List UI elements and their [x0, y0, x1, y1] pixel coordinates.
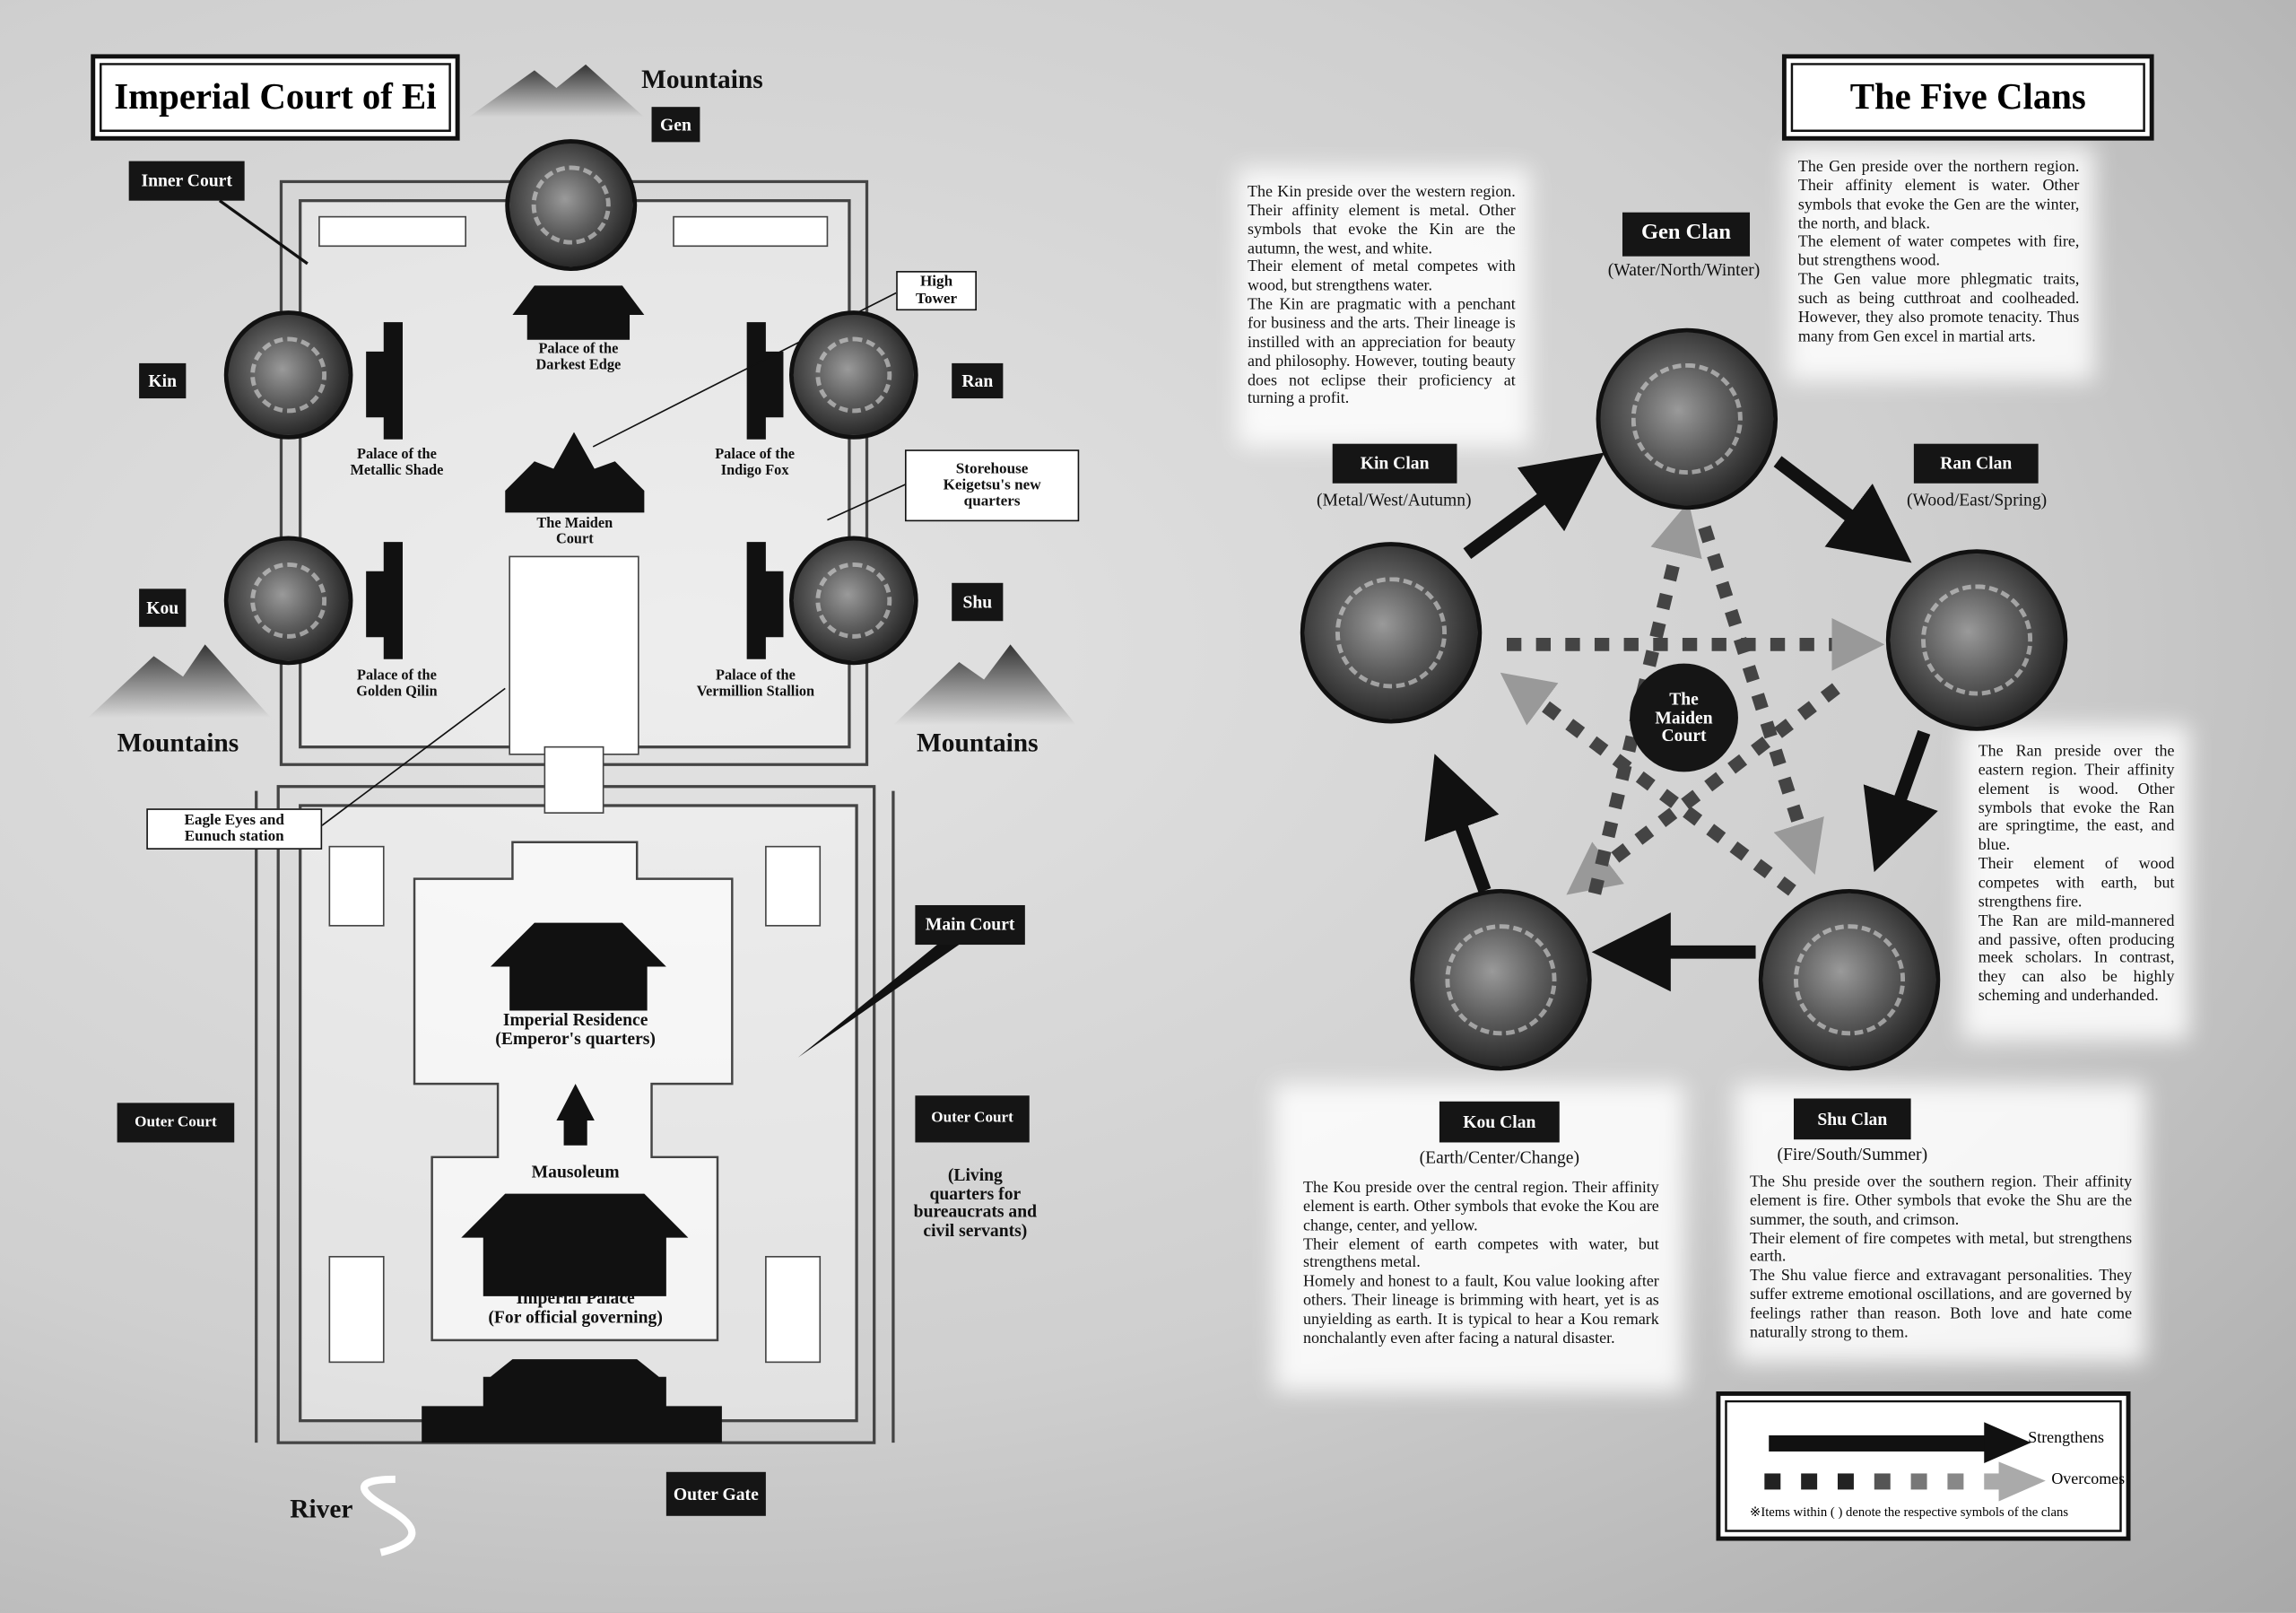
kou-clan-description: The Kou preside over the central region.…	[1303, 1179, 1659, 1347]
mausoleum-label: Mausoleum	[531, 1161, 620, 1182]
ran-label: Ran	[952, 362, 1004, 399]
legend-strengthens-arrow	[1769, 1422, 2031, 1464]
shu-clan-dragon-emblem	[1758, 889, 1941, 1071]
legend-note: ※Items within ( ) denote the respective …	[1750, 1504, 2069, 1520]
eagle-eyes-label: Eagle Eyes and Eunuch station	[146, 808, 323, 850]
kou-clan-dragon-emblem	[1410, 889, 1592, 1071]
legend-strengthens-label: Strengthens	[2028, 1429, 2105, 1448]
ran-clan-dragon-emblem	[1885, 549, 2068, 731]
mountains-label-east: Mountains	[917, 728, 1039, 758]
kin-dragon-emblem	[223, 310, 353, 440]
ran-clan-description: The Ran preside over the eastern region.…	[1978, 742, 2175, 1006]
ran-clan-label: Ran Clan	[1913, 443, 2039, 484]
mountains-label-west: Mountains	[117, 728, 239, 758]
outer-gate-icon	[422, 1359, 722, 1443]
kou-label: Kou	[139, 589, 187, 627]
clans-title: The Five Clans	[1781, 54, 2154, 141]
mountain-icon	[892, 644, 1076, 726]
shu-dragon-emblem	[788, 536, 918, 666]
palace-vermillion-stallion-label: Palace of the Vermillion Stallion	[696, 667, 815, 700]
inner-court-label: Inner Court	[128, 161, 245, 201]
tower-icon	[505, 432, 645, 513]
legend-overcomes-arrow	[1764, 1461, 2046, 1502]
palace-icon	[746, 542, 784, 659]
strengthens-arrow-gen-ran	[1773, 456, 1912, 563]
kou-clan-label: Kou Clan	[1439, 1101, 1560, 1143]
gen-dragon-emblem	[505, 139, 638, 272]
mountains-label-north: Mountains	[641, 64, 763, 94]
mountain-icon	[468, 64, 645, 118]
strengthens-arrow-kin-gen	[1463, 452, 1605, 560]
mausoleum-icon	[556, 1084, 595, 1146]
shu-clan-label: Shu Clan	[1793, 1098, 1911, 1140]
main-court-label: Main Court	[915, 904, 1025, 946]
outer-court-label-west: Outer Court	[117, 1103, 235, 1143]
high-tower-label: High Tower	[896, 271, 977, 311]
palace-indigo-fox-label: Palace of the Indigo Fox	[715, 446, 796, 479]
strengthens-arrow-kou-kin	[1424, 754, 1500, 894]
outer-court-note: (Living quarters for bureaucrats and civ…	[913, 1164, 1038, 1241]
kin-clan-label: Kin Clan	[1332, 443, 1457, 484]
palace-darkest-edge-label: Palace of the Darkest Edge	[535, 341, 622, 373]
gen-clan-label: Gen Clan	[1622, 212, 1751, 257]
strengthens-arrow-ran-shu	[1863, 729, 1938, 873]
gen-label: Gen	[651, 107, 700, 143]
palace-icon	[366, 542, 403, 659]
imperial-residence-label: Imperial Residence (Emperor's quarters)	[495, 1008, 656, 1049]
palace-icon	[366, 322, 403, 440]
kin-label: Kin	[139, 362, 187, 399]
kin-clan-dragon-emblem	[1300, 542, 1483, 724]
map-title: Imperial Court of Ei	[91, 54, 460, 141]
kou-dragon-emblem	[223, 536, 353, 666]
palace-metallic-shade-label: Palace of the Metallic Shade	[350, 446, 444, 479]
legend-overcomes-label: Overcomes	[2051, 1470, 2126, 1488]
kin-clan-description: The Kin preside over the western region.…	[1248, 183, 1516, 408]
imperial-palace-label: Imperial Palace (For official governing)	[488, 1287, 663, 1327]
ran-dragon-emblem	[788, 310, 918, 440]
imperial-palace-icon	[461, 1193, 689, 1296]
ran-clan-symbols: (Wood/East/Spring)	[1906, 489, 2048, 510]
palace-icon	[512, 285, 645, 340]
river-label: River	[290, 1494, 353, 1523]
shu-clan-description: The Shu preside over the southern region…	[1750, 1173, 2133, 1342]
map-drawing	[87, 64, 1076, 1556]
mountain-icon	[87, 644, 272, 718]
gen-clan-symbols: (Water/North/Winter)	[1607, 258, 1761, 280]
shu-label: Shu	[952, 582, 1004, 622]
overcomes-arrow-ran-kou	[1566, 683, 1840, 895]
maiden-court-label: The Maiden Court	[536, 515, 613, 547]
palace-icon	[746, 322, 784, 440]
storehouse-label: Storehouse Keigetsu's new quarters	[904, 449, 1080, 522]
kin-clan-symbols: (Metal/West/Autumn)	[1317, 489, 1472, 510]
kou-clan-symbols: (Earth/Center/Change)	[1419, 1147, 1580, 1168]
shu-clan-symbols: (Fire/South/Summer)	[1777, 1144, 1928, 1164]
palace-golden-qilin-label: Palace of the Golden Qilin	[356, 667, 438, 700]
imperial-residence-icon	[490, 922, 666, 1011]
gen-clan-dragon-emblem	[1596, 327, 1779, 510]
outer-gate-label: Outer Gate	[665, 1471, 766, 1516]
gen-clan-description: The Gen preside over the northern region…	[1797, 158, 2080, 345]
outer-court-label-east: Outer Court	[915, 1095, 1030, 1143]
maiden-court-center: The Maiden Court	[1630, 663, 1738, 772]
legend: Strengthens Overcomes ※Items within ( ) …	[1716, 1391, 2131, 1541]
